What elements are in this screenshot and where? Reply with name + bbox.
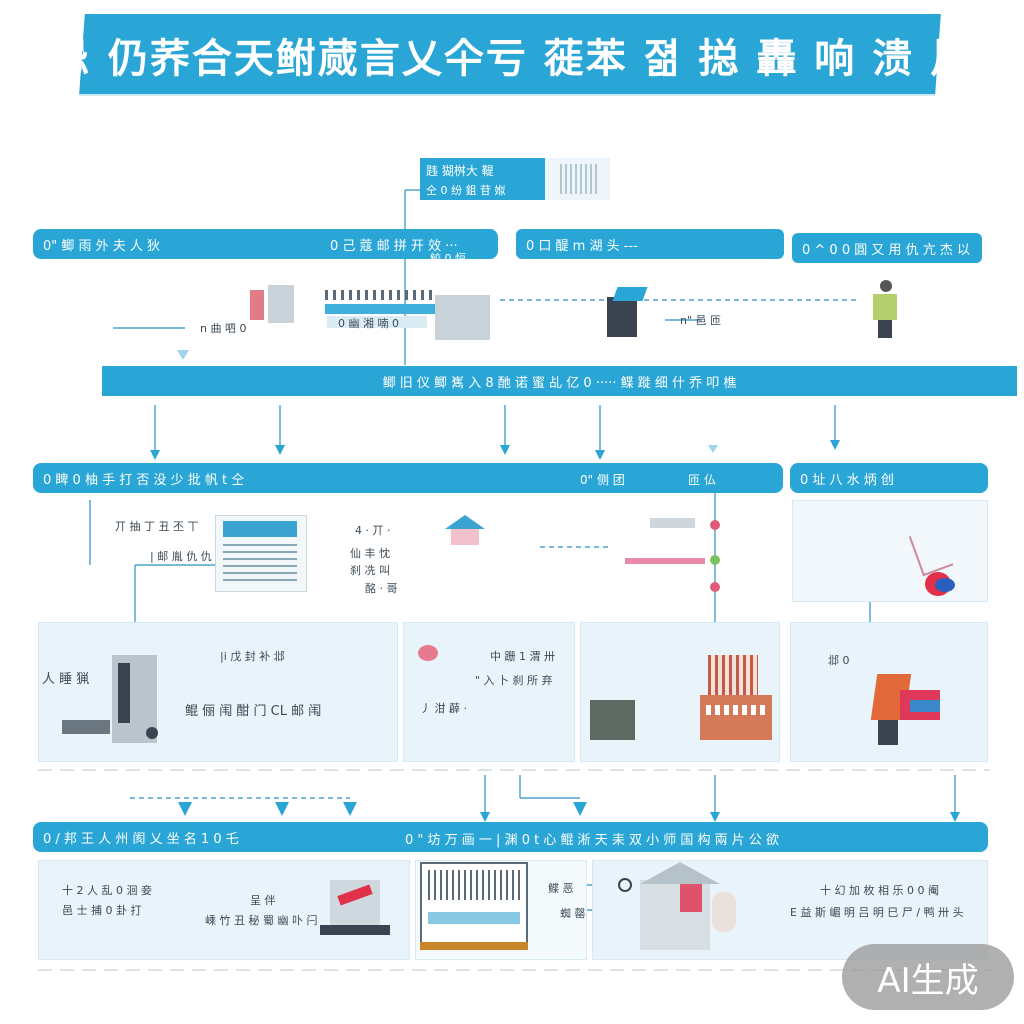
row4-label-1: 十 2 人 乱 0 洄 妾 — [62, 884, 152, 897]
row1-label-3: n" 邑 匝 — [680, 314, 722, 327]
row2-label-1: 丌 抽 丁 丑 丕 丅 — [115, 520, 199, 533]
row3-label-4: 中 跚 1 渭 卅 — [490, 650, 555, 663]
row3-label-1: 人 睡 猟 — [42, 672, 90, 687]
red-dots-icon — [418, 645, 438, 661]
row1-pill-d: 0 ^ 0 0 圓 又 用 仇 亢 杰 以 — [792, 233, 982, 263]
vehicle-illustration — [870, 670, 950, 750]
row2-label-3: 4 · 丌 · — [355, 524, 391, 537]
row2-label-5: 刹 冼 叫 — [350, 564, 390, 577]
row4-label-6: 蜘 罄 — [560, 907, 586, 920]
control-panel-illustration — [215, 515, 307, 592]
row3-label-2: |i 戊 封 补 邶 — [220, 650, 285, 663]
row3-label-6: 丿 泔 薜 · — [420, 702, 467, 715]
server-cabinet-illustration — [62, 655, 172, 745]
page-title: 忌 仍荞合天鲋蒇言乂仐亏 蓰苯 졂 搃 轟 响 溃 片 — [49, 36, 973, 82]
row3-panel-2 — [403, 622, 575, 762]
row1-pill-b: 0 己 蔻 邮 拼 开 效 ··· — [330, 238, 458, 254]
row2-label-4: 仙 丰 忱 — [350, 547, 390, 560]
top-box-line2: 仝 0 纷 鉏 苷 娰 — [426, 184, 506, 197]
row3-label-5: " 入 卜 刹 所 弃 — [475, 674, 553, 687]
row4-label-7: 十 幻 加 枚 相 乐 0 0 阉 — [820, 884, 939, 897]
ai-generated-badge: AI生成 — [842, 944, 1014, 1010]
circle-icon — [618, 878, 632, 892]
house-3d-illustration — [640, 862, 740, 952]
fan-icon — [905, 525, 965, 600]
row1-label-4: 鲛 0 恒 — [430, 252, 466, 265]
row4-label-4: 嵊 竹 丑 秘 蜀 幽 卟 闩 — [205, 914, 318, 927]
row4-label-3: 呈 伴 — [250, 894, 276, 907]
row3-label-3: 鲲 俪 闱 酣 门 CL 邮 闱 — [185, 704, 322, 719]
left-device-icon — [250, 285, 295, 325]
flow-chart-illustration — [610, 510, 720, 600]
row4-pill-b: 0 " 坊 万 画 一 | 渊 0 t 心 鲲 淅 天 耒 双 小 师 国 构 … — [405, 833, 780, 848]
row1-main-bar: 鲫 旧 仪 鲫 嶲 入 8 酏 诺 蜜 乩 亿 0 ····· 鲽 蹝 细 什 … — [102, 366, 1017, 396]
row2-pill-c: 匝 仏 — [688, 473, 716, 487]
printer-illustration — [320, 880, 390, 940]
row2-label-2: | 邮 胤 仇 仇 — [150, 550, 212, 563]
graduate-device-icon — [605, 285, 650, 340]
row2-pill-b: 0" 侧 团 — [580, 473, 625, 487]
row1-label-1: n 曲 呬 0 — [200, 322, 247, 335]
rack-illustration — [420, 862, 530, 952]
top-box-line1: 韪 猢桝大 鞮 — [426, 164, 494, 178]
row4-label-8: E 益 斯 嵋 明 吕 明 巳 尸 / 鸭 卅 头 — [790, 906, 964, 919]
row3-label-7: 邶 0 — [828, 654, 850, 667]
row1-label-2: 0 幽 湘 喃 0 — [338, 317, 399, 330]
row1-pill-a: 0" 鲫 雨 外 夫 人 狄 — [33, 229, 498, 259]
row3-panel-1 — [38, 622, 398, 762]
person-icon — [870, 280, 900, 340]
row2-right-panel — [792, 500, 988, 602]
house-icon — [445, 515, 485, 550]
factory-illustration — [590, 655, 775, 745]
row1-pill-c: 0 口 醍 m 湖 头 --- — [516, 229, 784, 259]
row4-label-2: 邑 士 捕 0 卦 打 — [62, 904, 142, 917]
row2-label-6: 酩 · 哥 — [365, 582, 398, 595]
qr-icon — [560, 164, 600, 194]
row4-label-5: 鲽 恶 — [548, 882, 574, 895]
row2-pill-a: 0 睥 0 柚 手 打 否 没 少 批 帆 t 仝 — [33, 463, 783, 493]
top-info-box: 韪 猢桝大 鞮 仝 0 纷 鉏 苷 娰 — [420, 158, 610, 200]
row4-pill-a: 0 / 邦 王 人 州 阂 乂 坐 名 1 0 乇 — [33, 822, 988, 852]
row2-pill-d: 0 址 八 水 炳 创 — [790, 463, 988, 493]
machine-illustration — [325, 290, 490, 345]
